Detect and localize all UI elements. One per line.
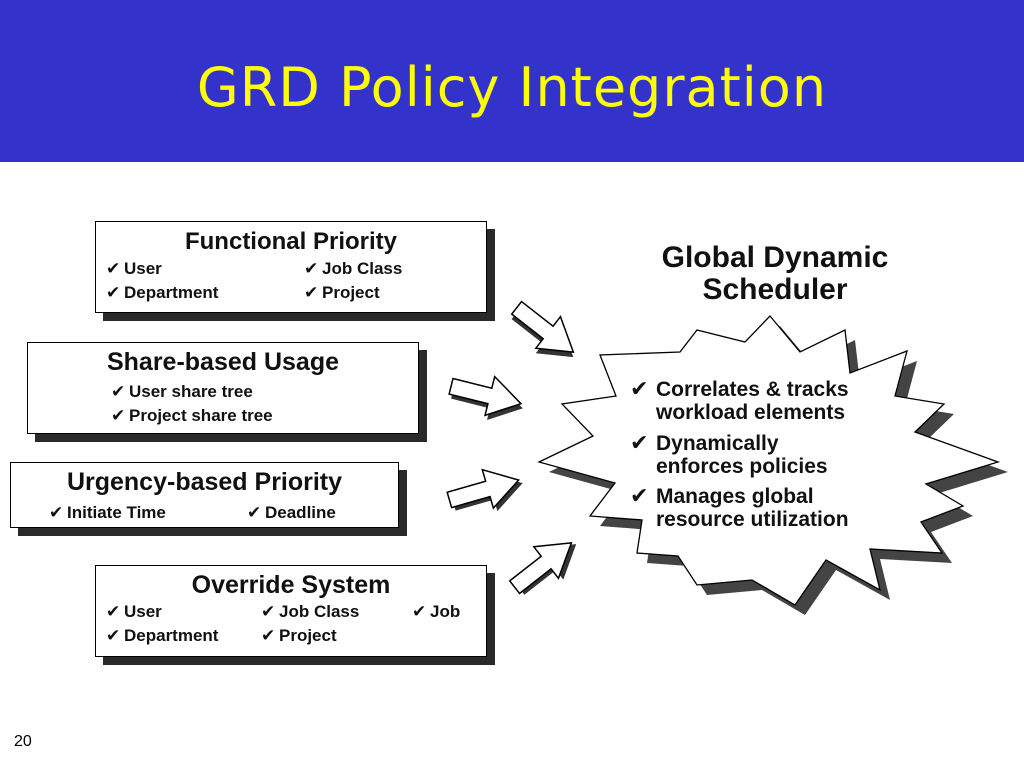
functional-priority-box: Functional Priority ✔User ✔Job Class ✔De…: [95, 221, 487, 313]
share-item-project-tree: ✔Project share tree: [111, 406, 273, 426]
check-icon: ✔: [111, 382, 126, 402]
scheduler-title: Global Dynamic Scheduler: [605, 242, 945, 306]
functional-item-user: ✔User: [106, 259, 162, 279]
urgency-item-initiate-time: ✔Initiate Time: [49, 503, 166, 523]
arrow-right-icon: [508, 541, 577, 595]
share-based-usage-box: Share-based Usage ✔User share tree ✔Proj…: [27, 342, 419, 434]
scheduler-item-correlates: ✔ Correlates & tracks workload elements: [630, 377, 849, 424]
slide-title: GRD Policy Integration: [196, 56, 828, 119]
functional-item-department: ✔Department: [106, 283, 219, 303]
title-bar: [0, 0, 1024, 162]
override-item-department: ✔Department: [106, 626, 219, 646]
share-based-usage-title: Share-based Usage: [106, 348, 340, 376]
urgency-item-deadline: ✔Deadline: [247, 503, 336, 523]
scheduler-title-line2: Scheduler: [702, 273, 848, 306]
check-icon: ✔: [261, 602, 276, 622]
share-item-user-tree: ✔User share tree: [111, 382, 253, 402]
functional-item-job-class: ✔Job Class: [304, 259, 403, 279]
check-icon: ✔: [247, 503, 262, 523]
arrow-right-icon: [446, 468, 523, 512]
override-system-box: Override System ✔User ✔Job Class ✔Job ✔D…: [95, 565, 487, 657]
scheduler-title-line1: Global Dynamic: [661, 241, 889, 274]
check-icon: ✔: [106, 283, 121, 303]
check-icon: ✔: [630, 431, 649, 456]
check-icon: ✔: [106, 602, 121, 622]
urgency-based-priority-title: Urgency-based Priority: [66, 468, 343, 496]
check-icon: ✔: [111, 406, 126, 426]
check-icon: ✔: [49, 503, 64, 523]
check-icon: ✔: [630, 484, 649, 509]
check-icon: ✔: [630, 377, 649, 402]
override-item-job: ✔Job: [412, 602, 461, 622]
check-icon: ✔: [106, 259, 121, 279]
check-icon: ✔: [106, 626, 121, 646]
check-icon: ✔: [261, 626, 276, 646]
scheduler-item-manages: ✔ Manages global resource utilization: [630, 484, 849, 531]
urgency-based-priority-box: Urgency-based Priority ✔Initiate Time ✔D…: [10, 462, 399, 528]
functional-priority-title: Functional Priority: [184, 228, 397, 255]
functional-item-project: ✔Project: [304, 283, 380, 303]
override-item-project: ✔Project: [261, 626, 337, 646]
override-system-title: Override System: [191, 571, 391, 599]
override-item-user: ✔User: [106, 602, 162, 622]
arrow-right-icon: [510, 300, 575, 358]
check-icon: ✔: [304, 283, 319, 303]
check-icon: ✔: [412, 602, 427, 622]
scheduler-item-enforces: ✔ Dynamically enforces policies: [630, 431, 828, 478]
override-item-job-class: ✔Job Class: [261, 602, 360, 622]
check-icon: ✔: [304, 259, 319, 279]
arrow-right-icon: [448, 375, 523, 420]
starburst-shape: [537, 315, 1001, 606]
slide-number: 20: [14, 733, 32, 750]
